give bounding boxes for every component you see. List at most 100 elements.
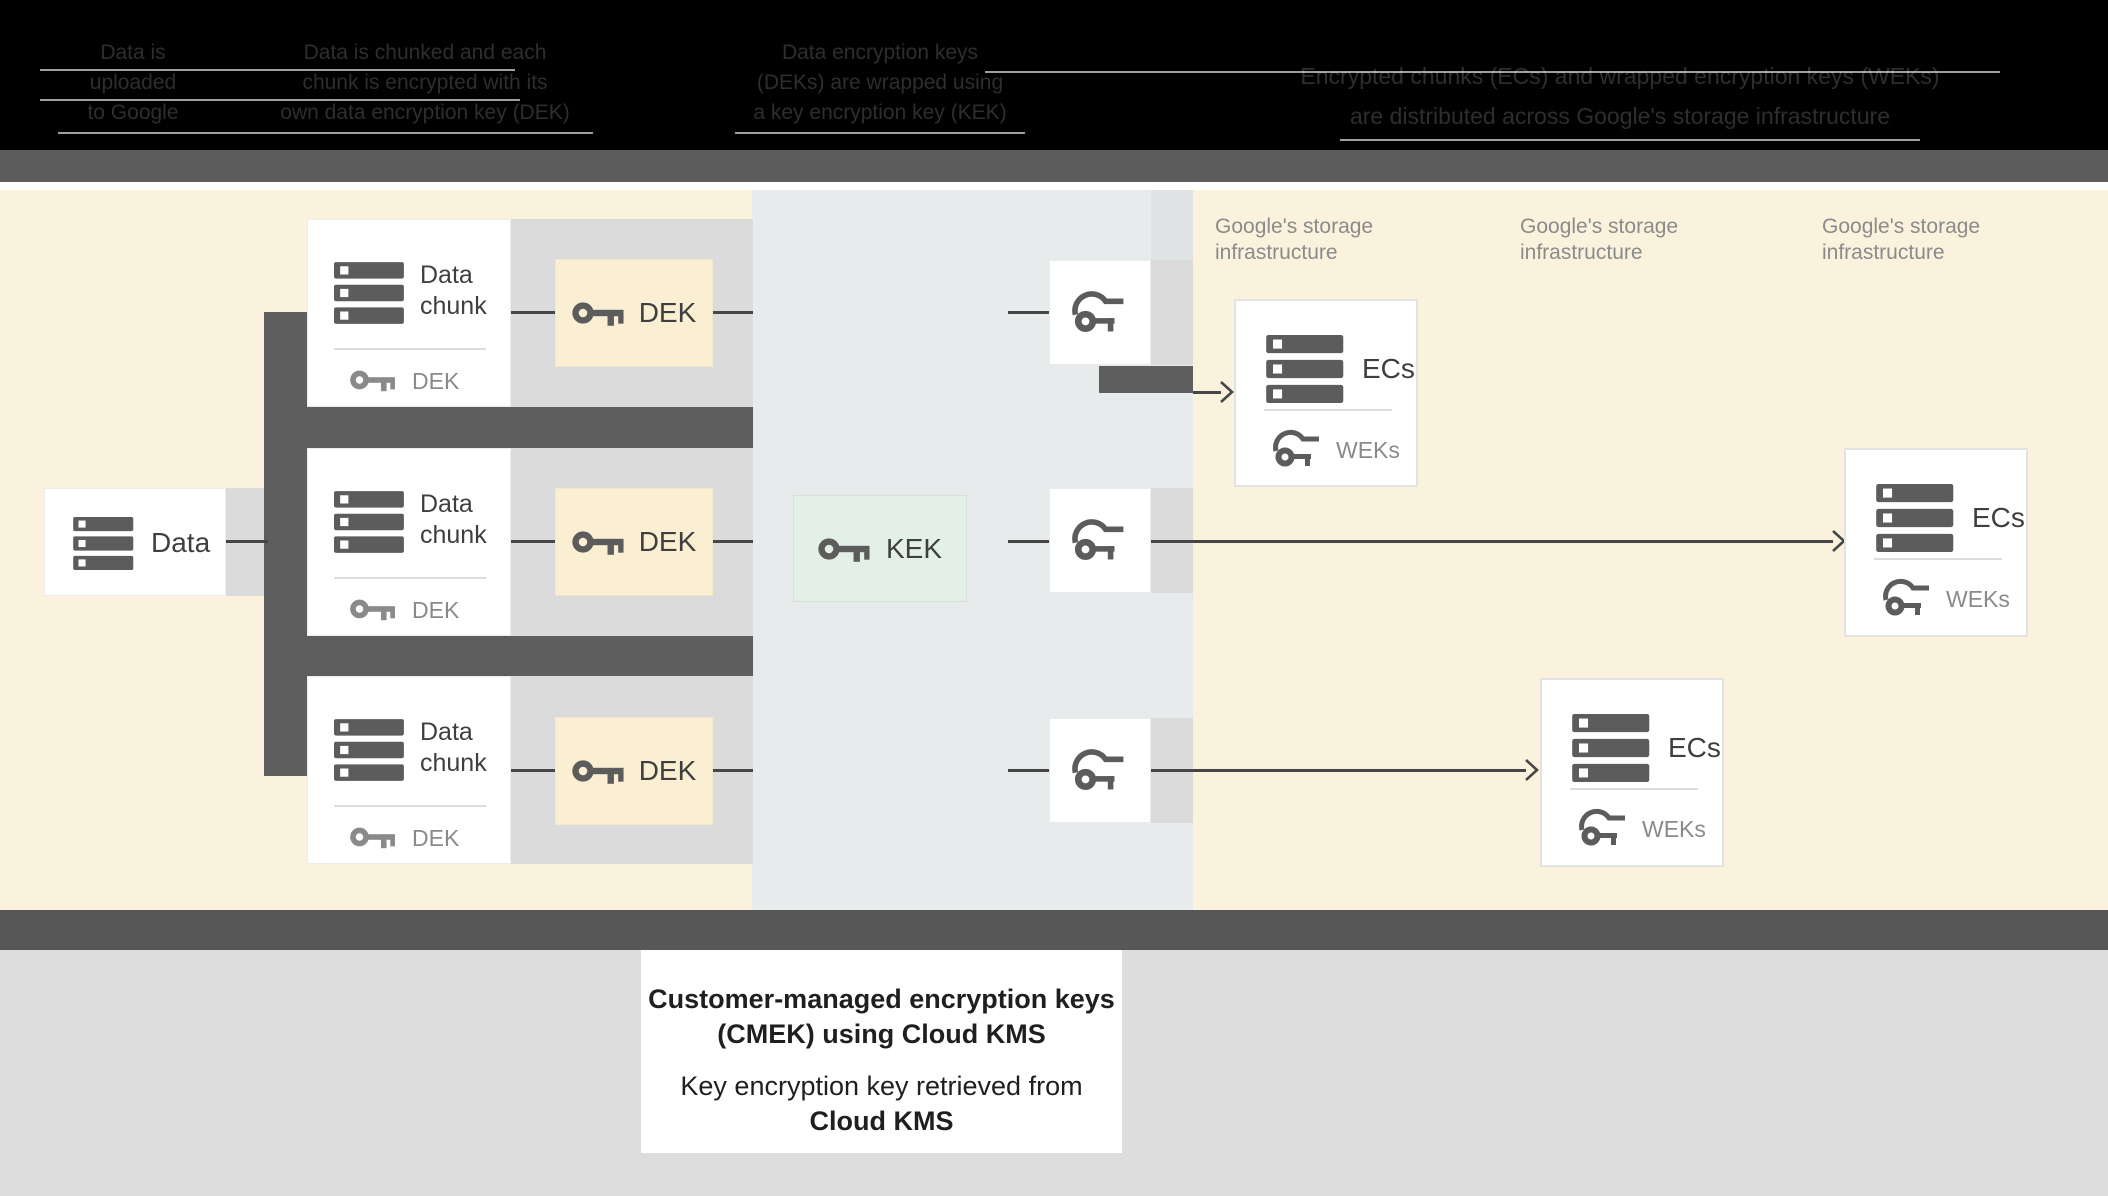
caption-sub-line2: Cloud KMS bbox=[809, 1106, 954, 1136]
dek-box-2: DEK bbox=[555, 488, 713, 596]
chunk-title-line1: Data bbox=[420, 718, 473, 746]
caption-title-line2: (CMEK) using Cloud KMS bbox=[717, 1019, 1046, 1049]
chunk-divider bbox=[334, 805, 486, 807]
kek-to-wrapkey2-line bbox=[1008, 540, 1049, 543]
dek-label: DEK bbox=[638, 297, 697, 328]
storage-infra-label-line1: Google's storage bbox=[1215, 215, 1374, 238]
ecs-stack-icon bbox=[1572, 714, 1650, 782]
ecs-stack-icon bbox=[1876, 484, 1954, 552]
footer-area: Customer-managed encryption keys (CMEK) … bbox=[0, 950, 2108, 1196]
kms-edge-strip bbox=[1151, 190, 1193, 260]
wrapped-key-icon bbox=[1072, 291, 1124, 333]
ecs-label: ECs bbox=[1668, 732, 1721, 763]
storage-infra-label-2: Google's storage infrastructure bbox=[1520, 214, 1678, 266]
ecs-box-1: ECs WEKs bbox=[1234, 299, 1418, 487]
storage-infra-label-1: Google's storage infrastructure bbox=[1215, 214, 1373, 266]
data-box-label: Data bbox=[151, 527, 211, 558]
glitch-line bbox=[985, 71, 2000, 73]
header-step-wrap-line1: Data encryption keys bbox=[781, 41, 979, 64]
data-box: Data bbox=[44, 488, 226, 596]
caption-spacer bbox=[641, 1052, 1122, 1069]
ecs-divider bbox=[1874, 558, 2002, 560]
chunk-stack-icon bbox=[334, 491, 404, 553]
glitch-line bbox=[735, 132, 1025, 134]
dek-box-3: DEK bbox=[555, 717, 713, 825]
storage-infra-label-3: Google's storage infrastructure bbox=[1822, 214, 1980, 266]
caption-sub-line1: Key encryption key retrieved from bbox=[680, 1071, 1083, 1101]
row2-row3-connector bbox=[307, 636, 753, 676]
key-icon bbox=[572, 302, 624, 326]
weks-label: WEKs bbox=[1336, 437, 1400, 463]
arrow1-line bbox=[1193, 391, 1221, 394]
weks-label: WEKs bbox=[1642, 816, 1706, 842]
ecs-box-2: ECs WEKs bbox=[1844, 448, 2028, 637]
caption-title-line1: Customer-managed encryption keys bbox=[648, 984, 1115, 1014]
glitch-line bbox=[1340, 139, 1920, 141]
fanout-trunk bbox=[264, 312, 307, 776]
data-chunk-box-2: Data chunk DEK bbox=[307, 448, 511, 636]
chunk-title-line2: chunk bbox=[420, 749, 487, 777]
caption-box: Customer-managed encryption keys (CMEK) … bbox=[641, 950, 1122, 1153]
dek-box-1: DEK bbox=[555, 259, 713, 367]
wrapkey3-in-line bbox=[1008, 769, 1049, 772]
chunk-title-line2: chunk bbox=[420, 521, 487, 549]
ecs-label: ECs bbox=[1972, 502, 2025, 533]
chunk-title-line2: chunk bbox=[420, 292, 487, 320]
header-step-distribute-line2: are distributed across Google's storage … bbox=[1349, 103, 1891, 129]
header-step-upload-line2: uploaded bbox=[89, 71, 177, 94]
ecs-divider bbox=[1264, 409, 1392, 411]
header-step-chunk-line3: own data encryption key (DEK) bbox=[280, 101, 570, 124]
chunk3-to-dek3-line bbox=[511, 769, 555, 772]
diagram-canvas: Data Data chunk DEK bbox=[0, 190, 2108, 910]
header-step-chunk-line2: chunk is encrypted with its bbox=[302, 71, 548, 94]
wrap-key-box-2 bbox=[1049, 488, 1151, 593]
dek-key-icon bbox=[350, 370, 395, 392]
header-band: Data is uploaded to Google Data is chunk… bbox=[0, 0, 2108, 150]
storage-infra-label-line1: Google's storage bbox=[1520, 215, 1679, 238]
chunk-title: Data chunk bbox=[420, 260, 487, 322]
ecs-divider bbox=[1570, 788, 1698, 790]
storage-infra-label-line2: infrastructure bbox=[1822, 241, 1945, 264]
chunk-stack-icon bbox=[334, 719, 404, 781]
dek2-out-line bbox=[713, 540, 753, 543]
header-step-distribute: Encrypted chunks (ECs) and wrapped encry… bbox=[1270, 56, 1970, 136]
ecs-stack-icon bbox=[1266, 335, 1344, 403]
data-stack-icon bbox=[73, 517, 134, 570]
row1-row2-connector bbox=[307, 407, 753, 448]
arrow3-line bbox=[1151, 769, 1526, 772]
header-step-wrap-line3: a key encryption key (KEK) bbox=[753, 101, 1007, 124]
glitch-line bbox=[58, 132, 593, 134]
ecs-box-3: ECs WEKs bbox=[1540, 678, 1724, 867]
arrow1-head-icon bbox=[1220, 381, 1234, 403]
header-step-upload: Data is uploaded to Google bbox=[48, 38, 218, 128]
chunk-key-label: DEK bbox=[412, 825, 460, 851]
chunk1-to-dek1-line bbox=[511, 311, 555, 314]
chunk-divider bbox=[334, 348, 486, 350]
storage-infra-label-line2: infrastructure bbox=[1520, 241, 1643, 264]
header-seam bbox=[0, 182, 2108, 190]
wrap-key-box-3 bbox=[1049, 718, 1151, 823]
wrapkey1-step-connector bbox=[1099, 366, 1193, 393]
header-step-upload-line3: to Google bbox=[87, 101, 179, 124]
header-step-upload-line1: Data is bbox=[100, 41, 166, 64]
data-to-trunk-line bbox=[226, 540, 268, 543]
ecs-label: ECs bbox=[1362, 353, 1415, 384]
dek-label: DEK bbox=[638, 755, 697, 786]
arrow2-line bbox=[1151, 540, 1833, 543]
weks-label: WEKs bbox=[1946, 586, 2010, 612]
header-step-chunk: Data is chunked and each chunk is encryp… bbox=[240, 38, 610, 128]
data-chunk-box-1: Data chunk DEK bbox=[307, 219, 511, 407]
wrapped-key-icon bbox=[1072, 749, 1124, 791]
storage-infra-label-line1: Google's storage bbox=[1822, 215, 1981, 238]
chunk2-to-dek2-line bbox=[511, 540, 555, 543]
weks-key-icon bbox=[1579, 808, 1625, 846]
key-icon bbox=[818, 537, 870, 562]
wrap-key-box-1 bbox=[1049, 260, 1151, 365]
chunk-stack-icon bbox=[334, 262, 404, 324]
chunk-title-line1: Data bbox=[420, 261, 473, 289]
dek-key-icon bbox=[350, 827, 395, 849]
wrapped-key-icon bbox=[1072, 519, 1124, 561]
arrow3-head-icon bbox=[1525, 759, 1539, 781]
glitch-line bbox=[40, 99, 520, 101]
